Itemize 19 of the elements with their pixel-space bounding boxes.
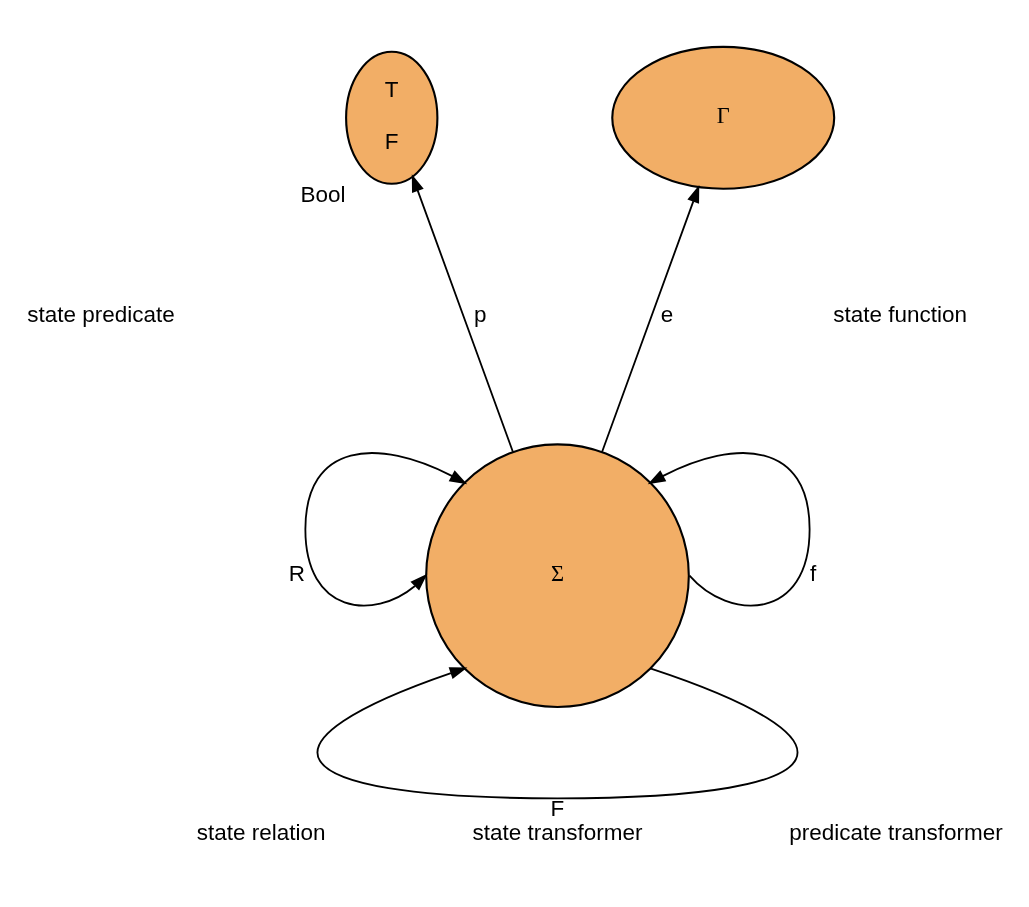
edge-label: f	[809, 561, 816, 587]
node-ellipse: Γ	[610, 45, 835, 190]
node-circle: Σ	[424, 443, 690, 709]
node-ellipse: T F	[344, 50, 438, 185]
label: predicate transformer	[788, 820, 1003, 846]
label: state predicate	[26, 301, 175, 327]
arrow	[316, 667, 797, 800]
arrow	[303, 452, 467, 607]
edge-label: R	[288, 561, 305, 587]
label: state relation	[196, 820, 325, 846]
label: state function	[832, 301, 967, 327]
edge-label: p	[473, 301, 486, 327]
arrow	[647, 452, 811, 607]
edge-label: F	[550, 796, 564, 822]
arrow	[600, 184, 699, 453]
label: state transformer	[472, 820, 642, 846]
edge-label: e	[660, 301, 673, 327]
node-label: Bool	[299, 181, 345, 207]
arrow	[411, 174, 514, 453]
